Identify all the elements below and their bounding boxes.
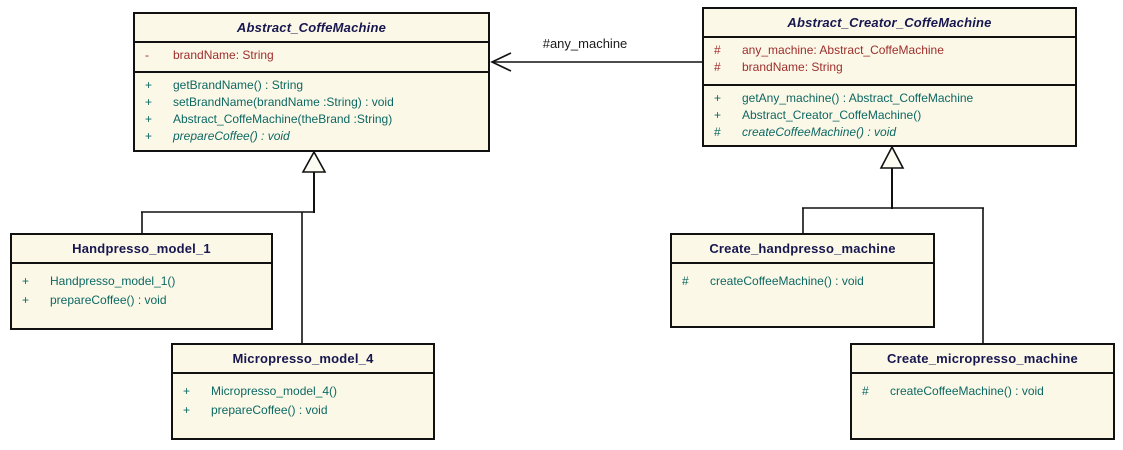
association-label: #any_machine bbox=[542, 36, 628, 51]
class-title: Micropresso_model_4 bbox=[173, 345, 433, 374]
class-method: + Micropresso_model_4() bbox=[183, 382, 429, 401]
methods-compartment: + getBrandName() : String + setBrandName(br… bbox=[135, 73, 488, 150]
member-text: prepareCoffee() : void bbox=[173, 129, 290, 143]
class-method: # createCoffeeMachine() : void bbox=[862, 382, 1109, 401]
member-text: prepareCoffee() : void bbox=[50, 293, 167, 307]
visibility-symbol: # bbox=[714, 43, 721, 57]
attributes-compartment: # any_machine: Abstract_CoffeMachine # bran… bbox=[704, 38, 1075, 86]
class-method: + Abstract_CoffeMachine(theBrand :String) bbox=[145, 111, 484, 128]
member-text: Handpresso_model_1() bbox=[50, 274, 176, 288]
member-text: brandName: String bbox=[742, 60, 843, 74]
visibility-symbol: + bbox=[183, 384, 191, 398]
class-method: + prepareCoffee() : void bbox=[145, 128, 484, 145]
methods-compartment: # createCoffeeMachine() : void bbox=[672, 264, 933, 326]
class-title: Create_micropresso_machine bbox=[852, 345, 1113, 374]
class-method: + prepareCoffee() : void bbox=[183, 401, 429, 420]
visibility-symbol: + bbox=[145, 129, 153, 143]
class-micropresso-model-4[interactable]: Micropresso_model_4 + Micropresso_model_4… bbox=[171, 343, 435, 440]
class-abstract-creator-coffemachine[interactable]: Abstract_Creator_CoffeMachine # any_machi… bbox=[702, 7, 1077, 147]
methods-compartment: + Micropresso_model_4() + prepareCoffee() :… bbox=[173, 374, 433, 438]
member-text: Abstract_Creator_CoffeMachine() bbox=[742, 108, 922, 122]
member-text: createCoffeeMachine() : void bbox=[890, 384, 1044, 398]
class-title: Abstract_Creator_CoffeMachine bbox=[704, 9, 1075, 38]
class-method: + setBrandName(brandName :String) : void bbox=[145, 94, 484, 111]
member-text: getAny_machine() : Abstract_CoffeMachine bbox=[742, 91, 974, 105]
visibility-symbol: # bbox=[862, 384, 869, 398]
member-text: setBrandName(brandName :String) : void bbox=[173, 95, 394, 109]
association-open-arrowhead bbox=[490, 52, 512, 72]
visibility-symbol: - bbox=[145, 48, 149, 62]
class-create-micropresso-machine[interactable]: Create_micropresso_machine # createCoffee… bbox=[850, 343, 1115, 440]
member-text: Abstract_CoffeMachine(theBrand :String) bbox=[173, 112, 393, 126]
visibility-symbol: + bbox=[145, 95, 153, 109]
member-text: prepareCoffee() : void bbox=[211, 403, 328, 417]
attributes-compartment: - brandName: String bbox=[135, 43, 488, 73]
visibility-symbol: + bbox=[714, 91, 722, 105]
visibility-symbol: # bbox=[714, 125, 721, 139]
visibility-symbol: + bbox=[145, 112, 153, 126]
member-text: getBrandName() : String bbox=[173, 78, 304, 92]
member-text: Micropresso_model_4() bbox=[211, 384, 338, 398]
class-method: + Abstract_Creator_CoffeMachine() bbox=[714, 107, 1071, 124]
visibility-symbol: # bbox=[714, 60, 721, 74]
class-method: + getAny_machine() : Abstract_CoffeMachin… bbox=[714, 90, 1071, 107]
generalization-triangle-arrowhead bbox=[879, 145, 905, 169]
methods-compartment: + Handpresso_model_1() + prepareCoffee() : … bbox=[12, 264, 271, 328]
visibility-symbol: + bbox=[22, 274, 30, 288]
member-text: createCoffeeMachine() : void bbox=[710, 274, 864, 288]
class-method: # createCoffeeMachine() : void bbox=[714, 124, 1071, 141]
member-text: brandName: String bbox=[173, 48, 274, 62]
class-title: Create_handpresso_machine bbox=[672, 235, 933, 264]
visibility-symbol: + bbox=[145, 78, 153, 92]
member-text: createCoffeeMachine() : void bbox=[742, 125, 897, 139]
visibility-symbol: + bbox=[183, 403, 191, 417]
generalization-triangle-arrowhead bbox=[301, 150, 327, 173]
class-create-handpresso-machine[interactable]: Create_handpresso_machine # createCoffeeM… bbox=[670, 233, 935, 328]
methods-compartment: # createCoffeeMachine() : void bbox=[852, 374, 1113, 438]
visibility-symbol: + bbox=[714, 108, 722, 122]
member-text: any_machine: Abstract_CoffeMachine bbox=[742, 43, 944, 57]
class-title: Handpresso_model_1 bbox=[12, 235, 271, 264]
class-title: Abstract_CoffeMachine bbox=[135, 14, 488, 43]
class-method: # createCoffeeMachine() : void bbox=[682, 272, 929, 291]
methods-compartment: + getAny_machine() : Abstract_CoffeMachin… bbox=[704, 86, 1075, 145]
class-method: + Handpresso_model_1() bbox=[22, 272, 267, 291]
class-method: + prepareCoffee() : void bbox=[22, 291, 267, 310]
visibility-symbol: + bbox=[22, 293, 30, 307]
class-attribute: - brandName: String bbox=[145, 47, 484, 64]
visibility-symbol: # bbox=[682, 274, 689, 288]
class-method: + getBrandName() : String bbox=[145, 77, 484, 94]
class-attribute: # any_machine: Abstract_CoffeMachine bbox=[714, 42, 1071, 59]
class-attribute: # brandName: String bbox=[714, 59, 1071, 76]
class-handpresso-model-1[interactable]: Handpresso_model_1 + Handpresso_model_1()… bbox=[10, 233, 273, 330]
class-abstract-coffemachine[interactable]: Abstract_CoffeMachine - brandName: String… bbox=[133, 12, 490, 152]
